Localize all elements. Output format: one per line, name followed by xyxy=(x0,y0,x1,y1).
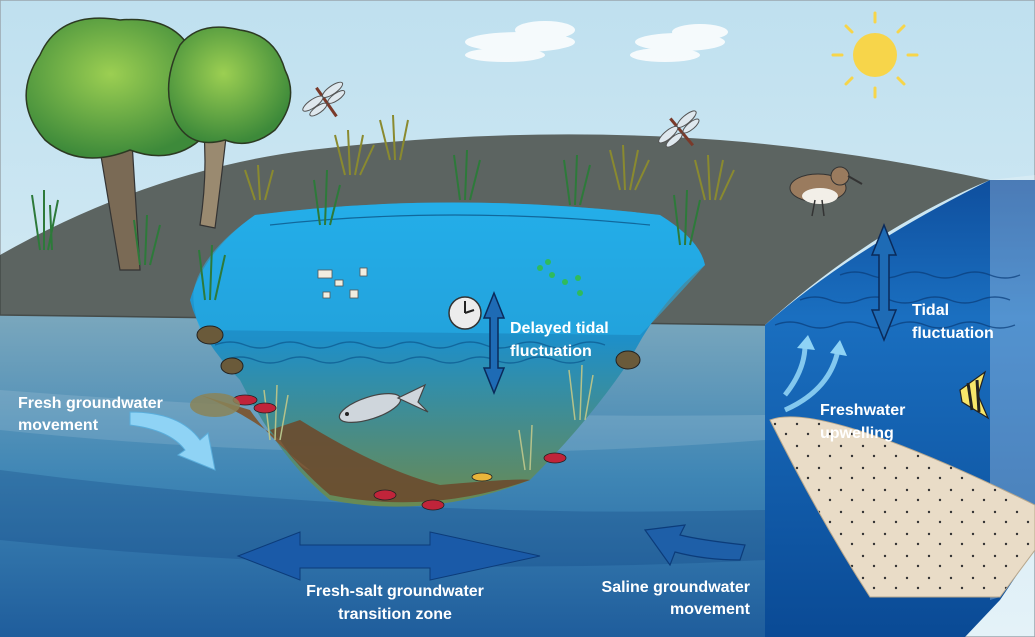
sun-icon xyxy=(831,11,919,99)
tidal-fluctuation-label-line2: fluctuation xyxy=(912,325,994,342)
tree-icon xyxy=(25,17,215,271)
debris-icon xyxy=(317,267,368,299)
fish-icon xyxy=(338,383,429,423)
delayed-tidal-label-line2: fluctuation xyxy=(510,343,592,360)
double-arrow-icon xyxy=(482,290,506,396)
dragonfly-icon xyxy=(658,110,700,148)
curved-arrow-icon xyxy=(643,524,746,567)
dragonfly-icon xyxy=(302,81,346,118)
freshwater-upwelling-label: Freshwater xyxy=(820,402,905,419)
saline-groundwater-label: Saline groundwater xyxy=(602,579,750,596)
freshwater-upwelling-label-line2: upwelling xyxy=(820,425,894,442)
curved-arrow-icon xyxy=(129,411,216,471)
double-arrow-icon xyxy=(870,222,898,343)
delayed-tidal-label: Delayed tidal xyxy=(510,320,609,337)
cloud-icon xyxy=(465,21,575,62)
transition-zone-label: Fresh-salt groundwater xyxy=(306,583,484,600)
curved-arrow-icon xyxy=(783,344,841,413)
fresh-groundwater-label: Fresh groundwater xyxy=(18,395,163,412)
tree-icon xyxy=(167,26,292,229)
grass-icon xyxy=(31,149,701,301)
fresh-groundwater-label-line2: movement xyxy=(18,417,99,434)
angelfish-icon xyxy=(959,370,990,420)
saline-groundwater-label-line2: movement xyxy=(670,601,751,618)
transition-arrow xyxy=(236,531,541,581)
bird-icon xyxy=(789,166,863,217)
tidal-fluctuation-label: Tidal xyxy=(912,302,949,319)
clock-icon xyxy=(448,296,482,330)
cloud-icon xyxy=(630,24,728,62)
transition-zone-label-line2: transition zone xyxy=(338,606,452,623)
sand-wedge xyxy=(769,416,1035,598)
